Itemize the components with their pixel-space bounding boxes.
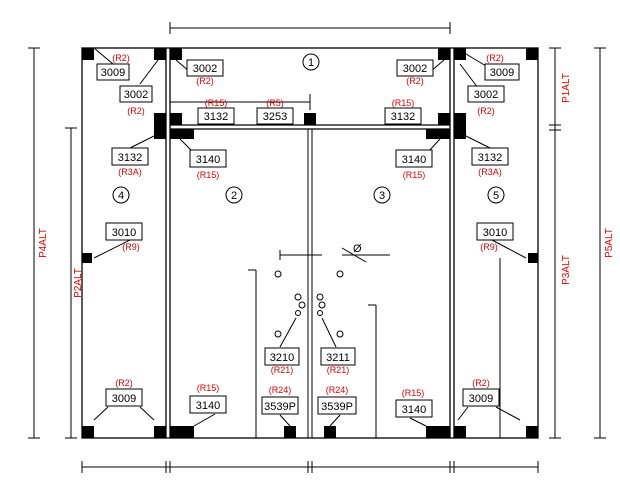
part-code: 3253: [263, 111, 287, 123]
part-labels: (R2) 3009 3002 (R2) 3002 (R2) 3002 (R2) …: [96, 53, 520, 418]
part-ref: (R15): [392, 98, 415, 108]
part-ref: (R15): [197, 383, 220, 393]
panel-marker-3: 3: [373, 186, 391, 204]
side-label-p2alt: P2ALT: [73, 268, 84, 298]
part-ref: (R9): [122, 242, 140, 252]
part-code: 3002: [403, 63, 427, 75]
part-code: 3010: [112, 227, 136, 239]
part-code: 3539P: [264, 401, 296, 413]
side-label-p3alt: P3ALT: [561, 255, 572, 285]
part-ref: (R21): [327, 365, 350, 375]
part-label: (R2) 3009: [96, 53, 130, 81]
part-label: (R24) 3539P: [317, 385, 357, 415]
panel-number: 3: [379, 190, 385, 202]
part-ref: (R2): [472, 378, 490, 388]
part-code: 3010: [483, 227, 507, 239]
part-code: 3132: [478, 152, 502, 164]
part-label: 3002 (R2): [467, 85, 505, 116]
part-ref: (R2): [115, 378, 133, 388]
part-code: 3140: [196, 400, 220, 412]
part-ref: (R2): [112, 53, 130, 63]
part-label: (R15) 3132: [197, 98, 235, 125]
part-code: 3132: [204, 111, 228, 123]
part-label: 3002 (R2): [119, 85, 153, 116]
part-label: (R15) 3140: [395, 388, 433, 418]
part-label: 3140 (R15): [395, 149, 433, 180]
panel-markers: 1 2 3 4 5: [112, 53, 505, 204]
part-code: 3009: [490, 67, 514, 79]
diameter-symbol: Ø: [353, 243, 362, 255]
panel-marker-5: 5: [487, 186, 505, 204]
side-label-p4alt: P4ALT: [38, 228, 49, 258]
side-labels: P4ALT P2ALT P1ALT P3ALT P5ALT: [38, 73, 615, 298]
frame-structure: [81, 47, 539, 439]
part-label: 3210 (R21): [264, 347, 300, 375]
part-ref: (R2): [196, 76, 214, 86]
part-label: 3002 (R2): [186, 59, 224, 86]
part-label: 3211 (R21): [320, 347, 356, 375]
part-label: 3140 (R15): [189, 149, 227, 180]
part-label: 3132 (R3A): [111, 147, 149, 177]
part-label: 3002 (R2): [396, 59, 434, 86]
part-code: 3210: [270, 352, 294, 364]
part-label: 3132 (R3A): [471, 147, 509, 177]
part-code: 3002: [124, 89, 148, 101]
part-label: (R2) 3009: [462, 378, 500, 407]
panel-marker-1: 1: [302, 53, 320, 71]
part-ref: (R2): [477, 106, 495, 116]
panel-marker-4: 4: [112, 186, 130, 204]
part-ref: (R3A): [118, 167, 142, 177]
part-label: (R5) 3253: [256, 98, 294, 125]
panel-number: 4: [118, 190, 124, 202]
part-code: 3009: [112, 393, 136, 405]
part-label: (R15) 3132: [384, 98, 422, 125]
part-ref: (R2): [486, 53, 504, 63]
part-code: 3539P: [321, 401, 353, 413]
part-ref: (R15): [205, 98, 228, 108]
part-label: (R24) 3539P: [261, 385, 299, 415]
part-ref: (R9): [480, 242, 498, 252]
part-label: (R2) 3009: [105, 378, 143, 407]
part-code: 3140: [402, 154, 426, 166]
part-label: (R15) 3140: [189, 383, 227, 414]
part-code: 3211: [326, 352, 350, 364]
part-ref: (R15): [402, 388, 425, 398]
part-code: 3140: [196, 154, 220, 166]
part-label: 3010 (R9): [476, 222, 514, 252]
part-ref: (R15): [197, 170, 220, 180]
side-label-p1alt: P1ALT: [561, 73, 572, 103]
part-label: 3010 (R9): [105, 222, 143, 252]
panel-marker-2: 2: [225, 186, 243, 204]
dimension-lines: [28, 22, 606, 473]
panel-number: 5: [493, 190, 499, 202]
part-code: 3002: [193, 63, 217, 75]
panel-number: 2: [231, 190, 237, 202]
part-code: 3009: [469, 393, 493, 405]
part-code: 3132: [391, 111, 415, 123]
part-ref: (R21): [271, 365, 294, 375]
part-ref: (R15): [403, 170, 426, 180]
hardware-blocks: [82, 48, 538, 438]
part-code: 3009: [101, 67, 125, 79]
part-label: (R2) 3009: [484, 53, 520, 81]
part-code: 3002: [474, 89, 498, 101]
part-code: 3140: [402, 404, 426, 416]
panel-number: 1: [308, 57, 314, 69]
part-ref: (R5): [266, 98, 284, 108]
part-ref: (R24): [326, 385, 349, 395]
part-code: 3132: [118, 152, 142, 164]
side-label-p5alt: P5ALT: [604, 228, 615, 258]
part-ref: (R24): [269, 385, 292, 395]
hardware-holes: [274, 270, 344, 338]
part-ref: (R2): [406, 76, 424, 86]
part-ref: (R2): [127, 106, 145, 116]
part-ref: (R3A): [478, 167, 502, 177]
